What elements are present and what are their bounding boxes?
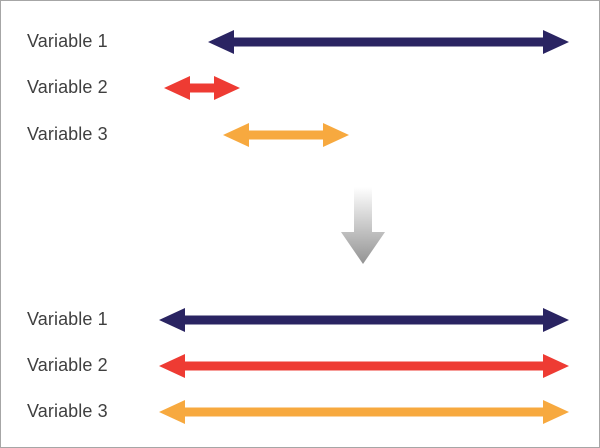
bottom-row-1-label: Variable 1 — [27, 309, 108, 329]
bottom-row-2-label: Variable 2 — [27, 355, 108, 375]
top-row-2-label: Variable 2 — [27, 77, 108, 97]
down-arrow-icon — [341, 187, 385, 264]
bottom-row-3-label: Variable 3 — [27, 401, 108, 421]
bottom-row-1-arrow-icon — [159, 308, 569, 332]
top-row-3-label: Variable 3 — [27, 124, 108, 144]
top-arrow-group — [164, 30, 569, 147]
bottom-arrow-group — [159, 308, 569, 424]
bottom-row-3-arrow-icon — [159, 400, 569, 424]
top-row-1-arrow-icon — [208, 30, 569, 54]
top-row-2-arrow-icon — [164, 76, 240, 100]
top-row-1-label: Variable 1 — [27, 31, 108, 51]
top-row-3-arrow-icon — [223, 123, 349, 147]
transition-down-arrow-icon — [341, 187, 385, 264]
bottom-row-2-arrow-icon — [159, 354, 569, 378]
